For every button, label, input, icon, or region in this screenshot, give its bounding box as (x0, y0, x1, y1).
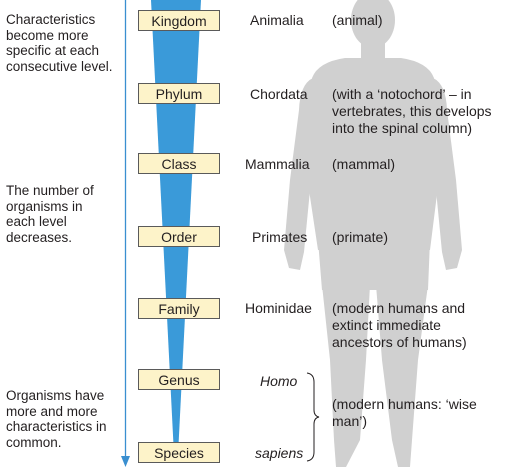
rank-box-phylum: Phylum (138, 83, 220, 104)
note-number-of-organisms: The number of organisms in each level de… (6, 183, 111, 245)
meaning-order: (primate) (332, 229, 502, 246)
meaning-family: (modern humans and extinct immediate anc… (332, 300, 502, 351)
name-family: Hominidae (245, 300, 312, 317)
meaning-phylum: (with a ‘notochord’ – in vertebrates, th… (332, 86, 508, 137)
note-characteristics: Characteristics become more specific at … (6, 12, 136, 74)
bracket-icon (306, 372, 320, 462)
rank-box-order: Order (138, 226, 220, 247)
name-kingdom: Animalia (250, 12, 304, 29)
meaning-kingdom: (animal) (332, 12, 502, 29)
name-species: sapiens (255, 445, 303, 462)
note-characteristics-in-common: Organisms have more and more characteris… (6, 388, 126, 450)
rank-box-genus: Genus (138, 369, 220, 390)
meaning-species: (modern humans: ‘wise man’) (332, 396, 482, 430)
name-class: Mammalia (245, 156, 310, 173)
name-genus: Homo (260, 373, 297, 390)
rank-box-species: Species (138, 442, 220, 463)
rank-box-class: Class (138, 153, 220, 174)
name-order: Primates (252, 229, 307, 246)
rank-box-family: Family (138, 298, 220, 319)
name-phylum: Chordata (250, 86, 308, 103)
rank-box-kingdom: Kingdom (138, 10, 220, 31)
meaning-class: (mammal) (332, 156, 502, 173)
